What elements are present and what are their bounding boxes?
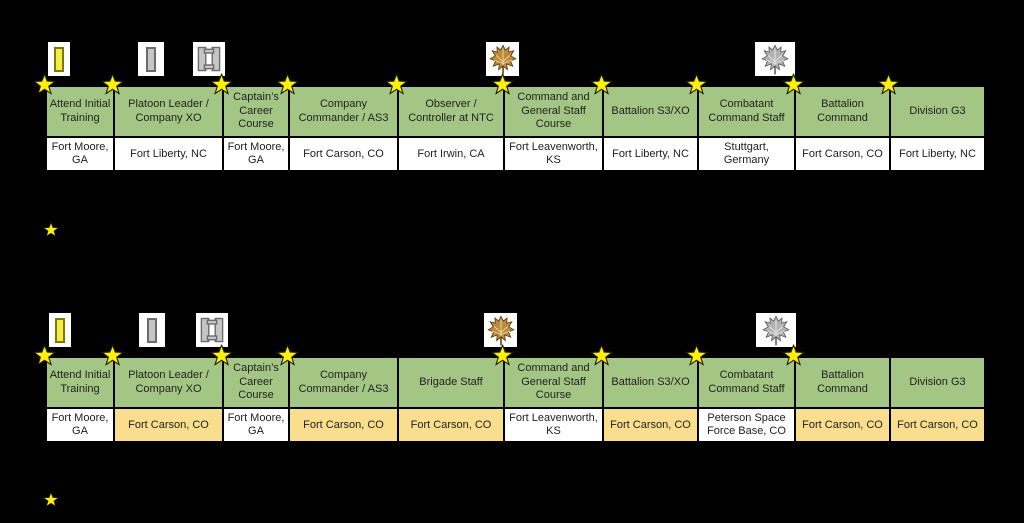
- assignment-location: Fort Moore, GA: [222, 407, 290, 443]
- assignment-title: Brigade Staff: [397, 356, 505, 409]
- top-career-timeline: Attend Initial Training Fort Moore, GA P…: [33, 42, 986, 177]
- assignment-location: Fort Liberty, NC: [889, 136, 986, 172]
- pcs-move-star-icon: [491, 73, 514, 95]
- pcs-move-star-icon: [33, 344, 56, 366]
- legend-pcs-star-icon: [43, 492, 59, 507]
- rank-insignia-row: [45, 42, 986, 85]
- career-step: Brigade Staff Fort Carson, CO: [397, 356, 505, 443]
- assignment-title: Battalion S3/XO: [602, 85, 699, 138]
- assignment-title: Command and General Staff Course: [503, 356, 604, 409]
- career-step: Combatant Command Staff Peterson Space F…: [685, 344, 796, 443]
- career-step: Division G3 Fort Liberty, NC: [877, 73, 986, 172]
- career-step: Command and General Staff Course Fort Le…: [491, 344, 604, 443]
- assignment-location: Fort Carson, CO: [794, 136, 891, 172]
- lieutenant-colonel-rank-icon: [755, 42, 795, 76]
- pcs-move-star-icon: [491, 344, 514, 366]
- rank-insignia-row: [45, 313, 986, 356]
- assignment-steps-row: Attend Initial Training Fort Moore, GA P…: [33, 344, 986, 448]
- career-step: Battalion S3/XO Fort Liberty, NC: [590, 73, 699, 172]
- career-step: Battalion S3/XO Fort Carson, CO: [590, 344, 699, 443]
- assignment-location: Fort Carson, CO: [288, 407, 399, 443]
- pcs-move-star-icon: [590, 73, 613, 95]
- assignment-location: Fort Liberty, NC: [602, 136, 699, 172]
- assignment-steps-row: Attend Initial Training Fort Moore, GA P…: [33, 73, 986, 177]
- assignment-location: Fort Carson, CO: [397, 407, 505, 443]
- assignment-title: Division G3: [889, 85, 986, 138]
- assignment-location: Fort Irwin, CA: [397, 136, 505, 172]
- second-lieutenant-rank-icon: [48, 42, 70, 76]
- assignment-location: Fort Carson, CO: [794, 407, 891, 443]
- pcs-move-star-icon: [590, 344, 613, 366]
- career-step: Attend Initial Training Fort Moore, GA: [33, 73, 115, 172]
- career-step: Command and General Staff Course Fort Le…: [491, 73, 604, 172]
- assignment-location: Stuttgart, Germany: [697, 136, 796, 172]
- major-rank-icon: [484, 313, 517, 347]
- career-step: Battalion Command Fort Carson, CO: [782, 344, 891, 443]
- legend-pcs-star-icon: [43, 222, 59, 237]
- career-step: Company Commander / AS3 Fort Carson, CO: [276, 73, 399, 172]
- pcs-move-star-icon: [276, 344, 299, 366]
- assignment-location: Fort Carson, CO: [602, 407, 699, 443]
- assignment-title: Command and General Staff Course: [503, 85, 604, 138]
- pcs-move-star-icon: [210, 73, 233, 95]
- assignment-title: Observer / Controller at NTC: [397, 85, 505, 138]
- assignment-title: Combatant Command Staff: [697, 356, 796, 409]
- first-lieutenant-rank-icon: [138, 42, 164, 76]
- career-step: Captain’s Career Course Fort Moore, GA: [210, 73, 290, 172]
- pcs-move-star-icon: [210, 344, 233, 366]
- pcs-move-star-icon: [782, 73, 805, 95]
- assignment-location: Fort Moore, GA: [45, 407, 115, 443]
- pcs-move-star-icon: [33, 73, 56, 95]
- assignment-location: Fort Liberty, NC: [113, 136, 224, 172]
- captain-rank-icon: [196, 313, 228, 347]
- career-step: Division G3 Fort Carson, CO: [889, 356, 986, 443]
- career-step: Battalion Command Fort Carson, CO: [782, 73, 891, 172]
- lieutenant-colonel-rank-icon: [756, 313, 796, 347]
- assignment-location: Fort Leavenworth, KS: [503, 407, 604, 443]
- assignment-title: Division G3: [889, 356, 986, 409]
- career-step: Platoon Leader / Company XO Fort Liberty…: [101, 73, 224, 172]
- career-step: Captain’s Career Course Fort Moore, GA: [210, 344, 290, 443]
- assignment-title: Captain’s Career Course: [222, 356, 290, 409]
- pcs-move-star-icon: [685, 73, 708, 95]
- career-step: Company Commander / AS3 Fort Carson, CO: [276, 344, 399, 443]
- second-lieutenant-rank-icon: [49, 313, 71, 347]
- assignment-location: Peterson Space Force Base, CO: [697, 407, 796, 443]
- career-step: Observer / Controller at NTC Fort Irwin,…: [385, 73, 505, 172]
- pcs-move-star-icon: [877, 73, 900, 95]
- pcs-move-star-icon: [276, 73, 299, 95]
- assignment-title: Attend Initial Training: [45, 85, 115, 138]
- assignment-title: Battalion Command: [794, 85, 891, 138]
- pcs-move-star-icon: [782, 344, 805, 366]
- career-step: Attend Initial Training Fort Moore, GA: [33, 344, 115, 443]
- assignment-location: Fort Carson, CO: [113, 407, 224, 443]
- assignment-title: Company Commander / AS3: [288, 356, 399, 409]
- assignment-title: Attend Initial Training: [45, 356, 115, 409]
- career-step: Platoon Leader / Company XO Fort Carson,…: [101, 344, 224, 443]
- assignment-title: Company Commander / AS3: [288, 85, 399, 138]
- assignment-title: Captain’s Career Course: [222, 85, 290, 138]
- assignment-location: Fort Leavenworth, KS: [503, 136, 604, 172]
- assignment-title: Battalion S3/XO: [602, 356, 699, 409]
- first-lieutenant-rank-icon: [139, 313, 165, 347]
- assignment-title: Battalion Command: [794, 356, 891, 409]
- bottom-career-timeline: Attend Initial Training Fort Moore, GA P…: [33, 313, 986, 448]
- assignment-location: Fort Carson, CO: [889, 407, 986, 443]
- assignment-title: Platoon Leader / Company XO: [113, 356, 224, 409]
- captain-rank-icon: [193, 42, 225, 76]
- assignment-location: Fort Carson, CO: [288, 136, 399, 172]
- pcs-move-star-icon: [385, 73, 408, 95]
- pcs-move-star-icon: [101, 73, 124, 95]
- assignment-location: Fort Moore, GA: [45, 136, 115, 172]
- pcs-move-star-icon: [685, 344, 708, 366]
- major-rank-icon: [486, 42, 519, 76]
- assignment-location: Fort Moore, GA: [222, 136, 290, 172]
- assignment-title: Combatant Command Staff: [697, 85, 796, 138]
- career-step: Combatant Command Staff Stuttgart, Germa…: [685, 73, 796, 172]
- assignment-title: Platoon Leader / Company XO: [113, 85, 224, 138]
- pcs-move-star-icon: [101, 344, 124, 366]
